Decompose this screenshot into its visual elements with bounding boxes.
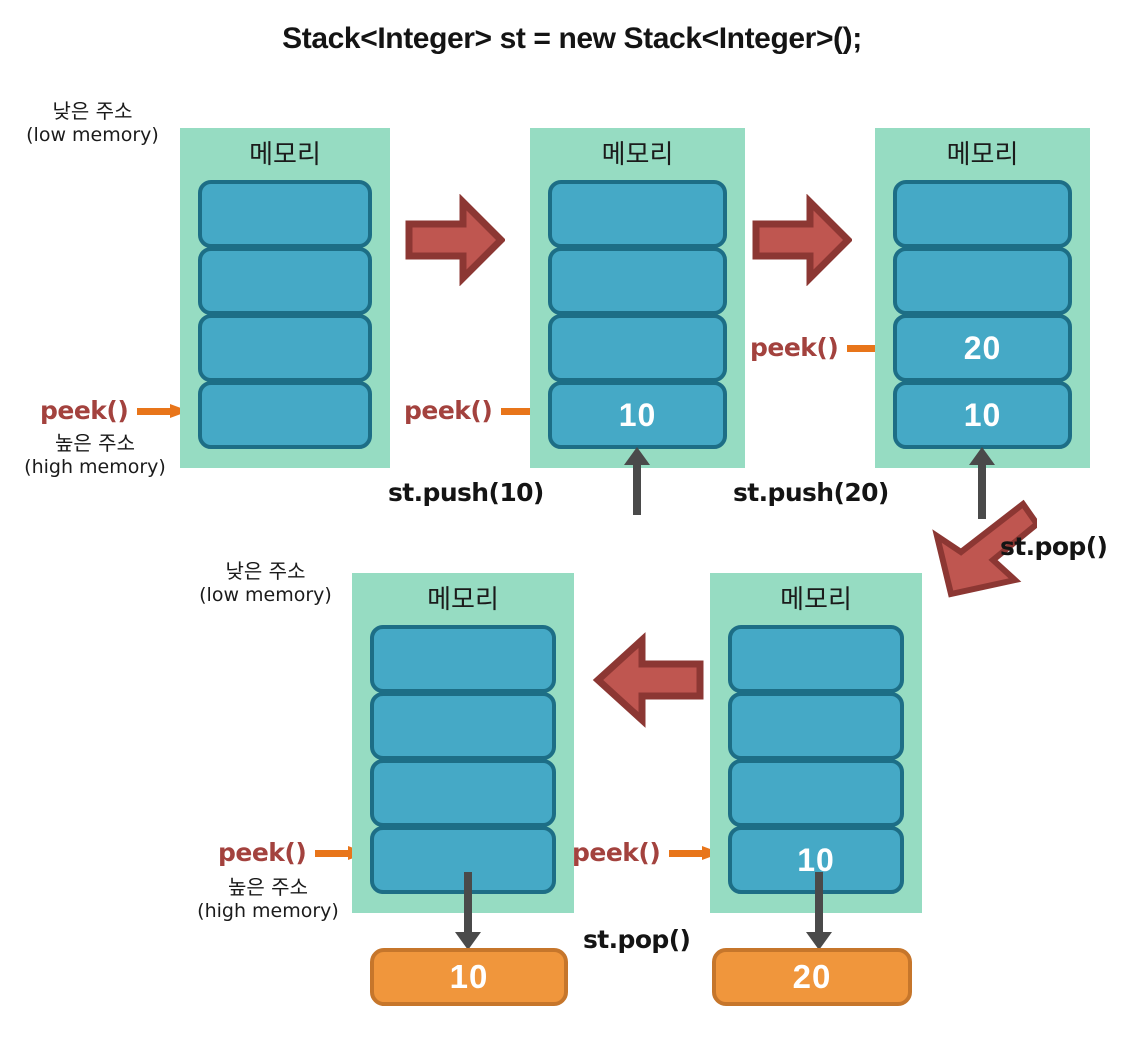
low-memory-english: (low memory) [199, 583, 332, 606]
peek-group-stack-1: peek() [40, 396, 190, 425]
stack-cell[interactable] [198, 381, 372, 449]
stack-cell[interactable] [198, 314, 372, 382]
output-box-10[interactable]: 10 [370, 948, 568, 1006]
push-10-arrow-icon [624, 447, 650, 515]
high-memory-label-top: 높은 주소 (high memory) [10, 431, 180, 478]
stack-cell[interactable] [548, 180, 727, 248]
stack-5-cells: 10 [728, 625, 904, 894]
high-memory-label-bottom: 높은 주소 (high memory) [178, 875, 358, 922]
push-20-label: st.push(20) [733, 478, 889, 507]
low-memory-label-bottom: 낮은 주소 (low memory) [178, 559, 353, 606]
output-box-20[interactable]: 20 [712, 948, 912, 1006]
stack-3-memory-frame: 메모리 20 10 [875, 128, 1090, 468]
stack-cell[interactable]: 20 [893, 314, 1072, 382]
peek-label: peek() [750, 333, 839, 362]
low-memory-label-top: 낮은 주소 (low memory) [10, 99, 175, 146]
high-memory-korean: 높은 주소 [55, 431, 135, 455]
stack-4-memory-frame: 메모리 [352, 573, 574, 913]
stack-cell[interactable] [370, 759, 556, 827]
red-arrow-down-left-icon [932, 499, 1037, 598]
low-memory-korean: 낮은 주소 [52, 99, 133, 123]
low-memory-english: (low memory) [26, 123, 159, 146]
memory-title: 메모리 [946, 140, 1019, 170]
stack-cell[interactable] [370, 625, 556, 693]
low-memory-korean: 낮은 주소 [225, 559, 306, 583]
stack-5-memory-frame: 메모리 10 [710, 573, 922, 913]
high-memory-english: (high memory) [24, 455, 166, 478]
red-arrow-left-icon [592, 632, 704, 728]
peek-label: peek() [404, 396, 493, 425]
stack-3-cells: 20 10 [893, 180, 1072, 449]
peek-label: peek() [572, 838, 661, 867]
memory-title: 메모리 [601, 140, 674, 170]
pop-10-arrow-icon [455, 872, 481, 950]
stack-cell[interactable] [728, 759, 904, 827]
stack-cell[interactable] [728, 692, 904, 760]
stack-cell[interactable] [370, 826, 556, 894]
stack-cell[interactable] [548, 247, 727, 315]
peek-group-stack-4: peek() [218, 838, 368, 867]
stack-4-cells [370, 625, 556, 894]
high-memory-korean: 높은 주소 [228, 875, 308, 899]
stack-cell[interactable] [198, 180, 372, 248]
red-arrow-right-icon-2 [752, 194, 852, 286]
pop-top-label: st.pop() [1000, 532, 1108, 561]
stack-cell[interactable]: 10 [893, 381, 1072, 449]
stack-cell[interactable]: 10 [548, 381, 727, 449]
stack-2-memory-frame: 메모리 10 [530, 128, 745, 468]
pop-bottom-label: st.pop() [583, 925, 691, 954]
stack-cell[interactable] [893, 180, 1072, 248]
high-memory-english: (high memory) [197, 899, 339, 922]
stack-cell[interactable] [893, 247, 1072, 315]
push-10-label: st.push(10) [388, 478, 544, 507]
stack-cell[interactable] [198, 247, 372, 315]
stack-cell[interactable] [370, 692, 556, 760]
peek-group-stack-5: peek() [572, 838, 722, 867]
stack-1-memory-frame: 메모리 [180, 128, 390, 468]
memory-title: 메모리 [780, 585, 852, 615]
pop-20-arrow-icon [806, 872, 832, 950]
stack-1-cells [198, 180, 372, 449]
memory-title: 메모리 [427, 585, 499, 615]
page-title: Stack<Integer> st = new Stack<Integer>()… [282, 22, 862, 55]
peek-label: peek() [40, 396, 129, 425]
push-20-arrow-icon [969, 447, 995, 519]
stack-cell[interactable] [728, 625, 904, 693]
memory-title: 메모리 [249, 140, 321, 170]
red-arrow-right-icon-1 [405, 194, 505, 286]
stack-cell[interactable] [548, 314, 727, 382]
peek-label: peek() [218, 838, 307, 867]
stack-2-cells: 10 [548, 180, 727, 449]
